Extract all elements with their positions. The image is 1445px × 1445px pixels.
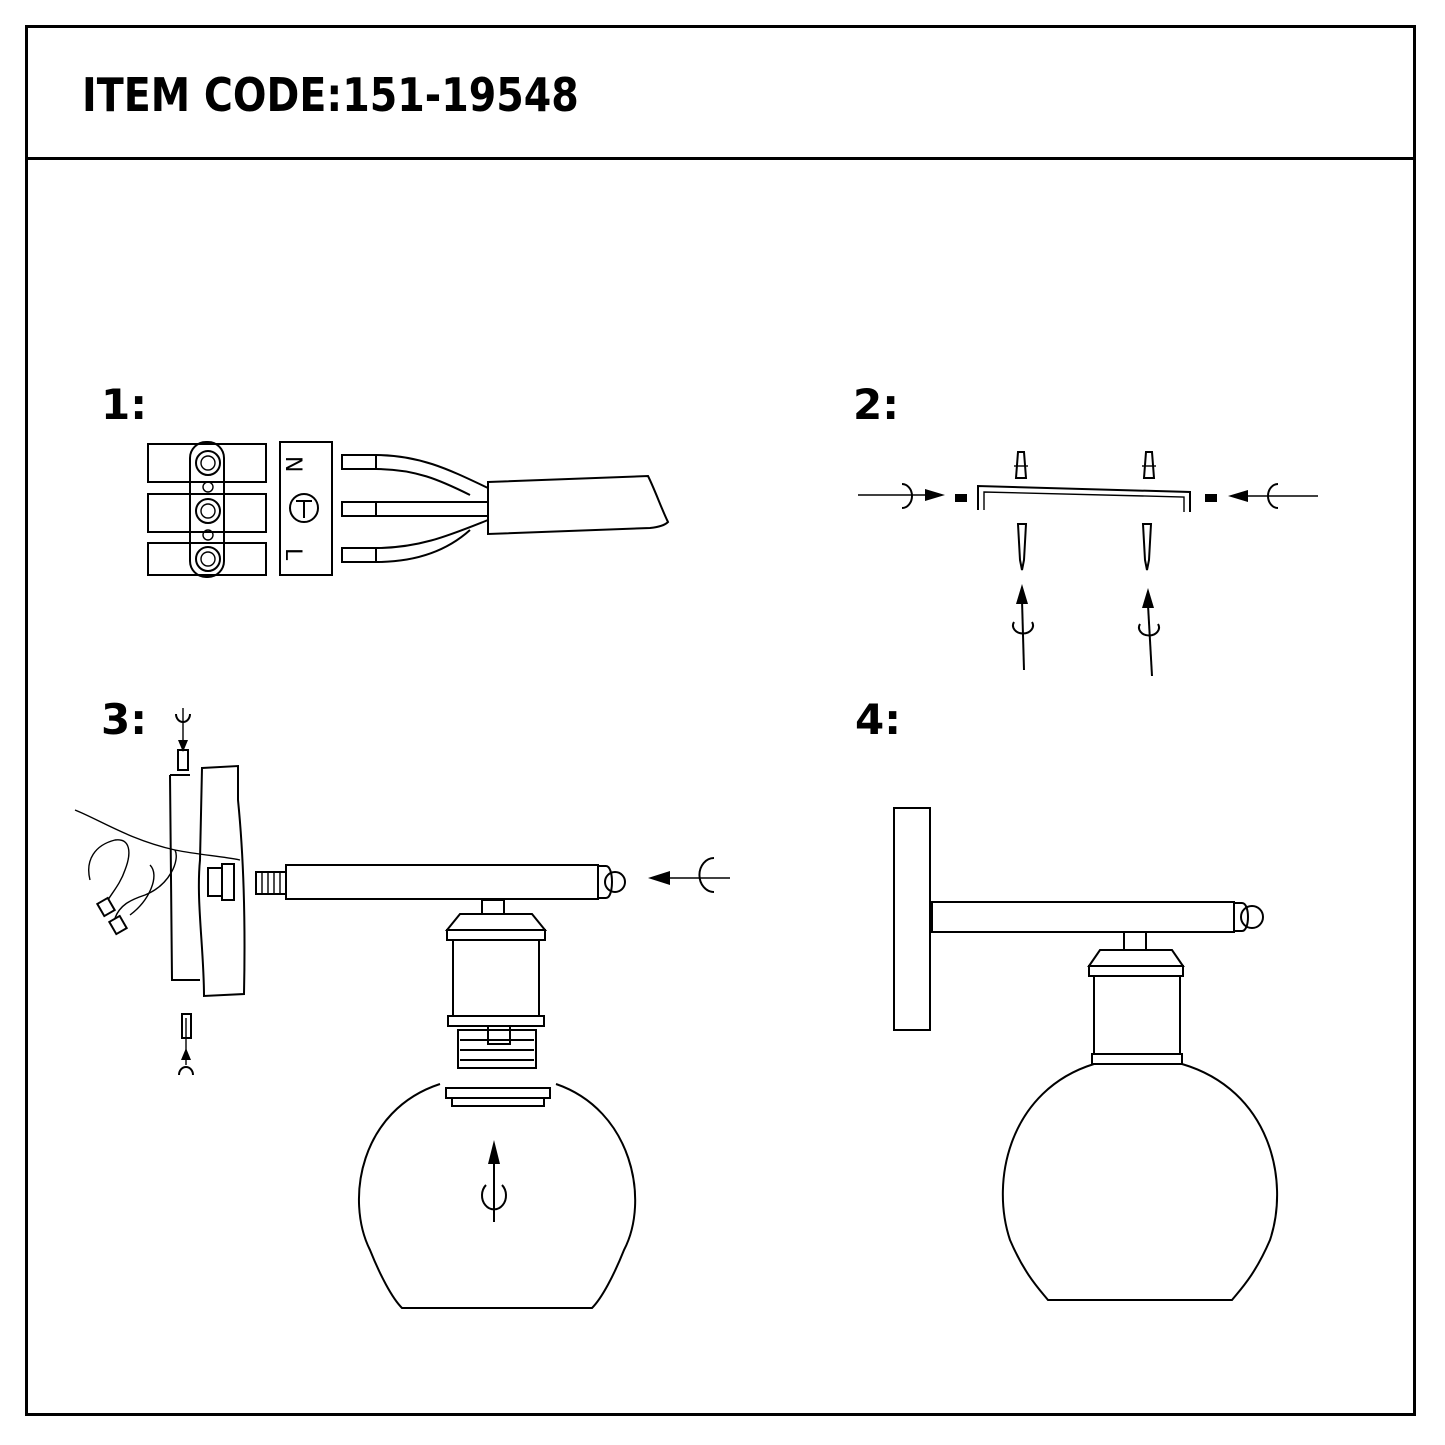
- item-code-title: ITEM CODE:151-19548: [82, 68, 579, 122]
- rotate-arrow-icon: [481, 1140, 507, 1222]
- earth-symbol-icon: [289, 493, 319, 523]
- wall-sconce-assembled: [893, 807, 1264, 1065]
- terminal-block-icon: [147, 441, 333, 578]
- step-4-label: 4:: [855, 695, 902, 744]
- wall-plug-icon: [1014, 451, 1156, 479]
- rotate-arrow-icon: [175, 708, 194, 1076]
- header: ITEM CODE:151-19548: [28, 28, 1413, 160]
- step-2-label: 2:: [853, 380, 900, 429]
- step-1-label: 1:: [101, 380, 148, 429]
- bracket-icon: [977, 484, 1191, 512]
- screw-icon: [177, 749, 192, 1039]
- terminal-n-label: N: [280, 456, 305, 472]
- screw-icon: [955, 494, 1217, 571]
- globe-shade-icon: [358, 1083, 637, 1309]
- wall-bracket-side: [74, 764, 246, 998]
- arm-tube: [285, 864, 626, 900]
- supply-cable: [341, 454, 670, 563]
- rotate-arrow-icon: [648, 857, 730, 893]
- rotate-arrow-icon: [858, 483, 1318, 677]
- threaded-nipple: [255, 871, 287, 895]
- instruction-sheet-frame: ITEM CODE:151-19548: [25, 25, 1416, 1416]
- terminal-l-label: L: [280, 548, 305, 561]
- globe-shade-icon: [1001, 1063, 1279, 1301]
- step-3-label: 3:: [101, 695, 148, 744]
- lamp-holder: [444, 899, 548, 1069]
